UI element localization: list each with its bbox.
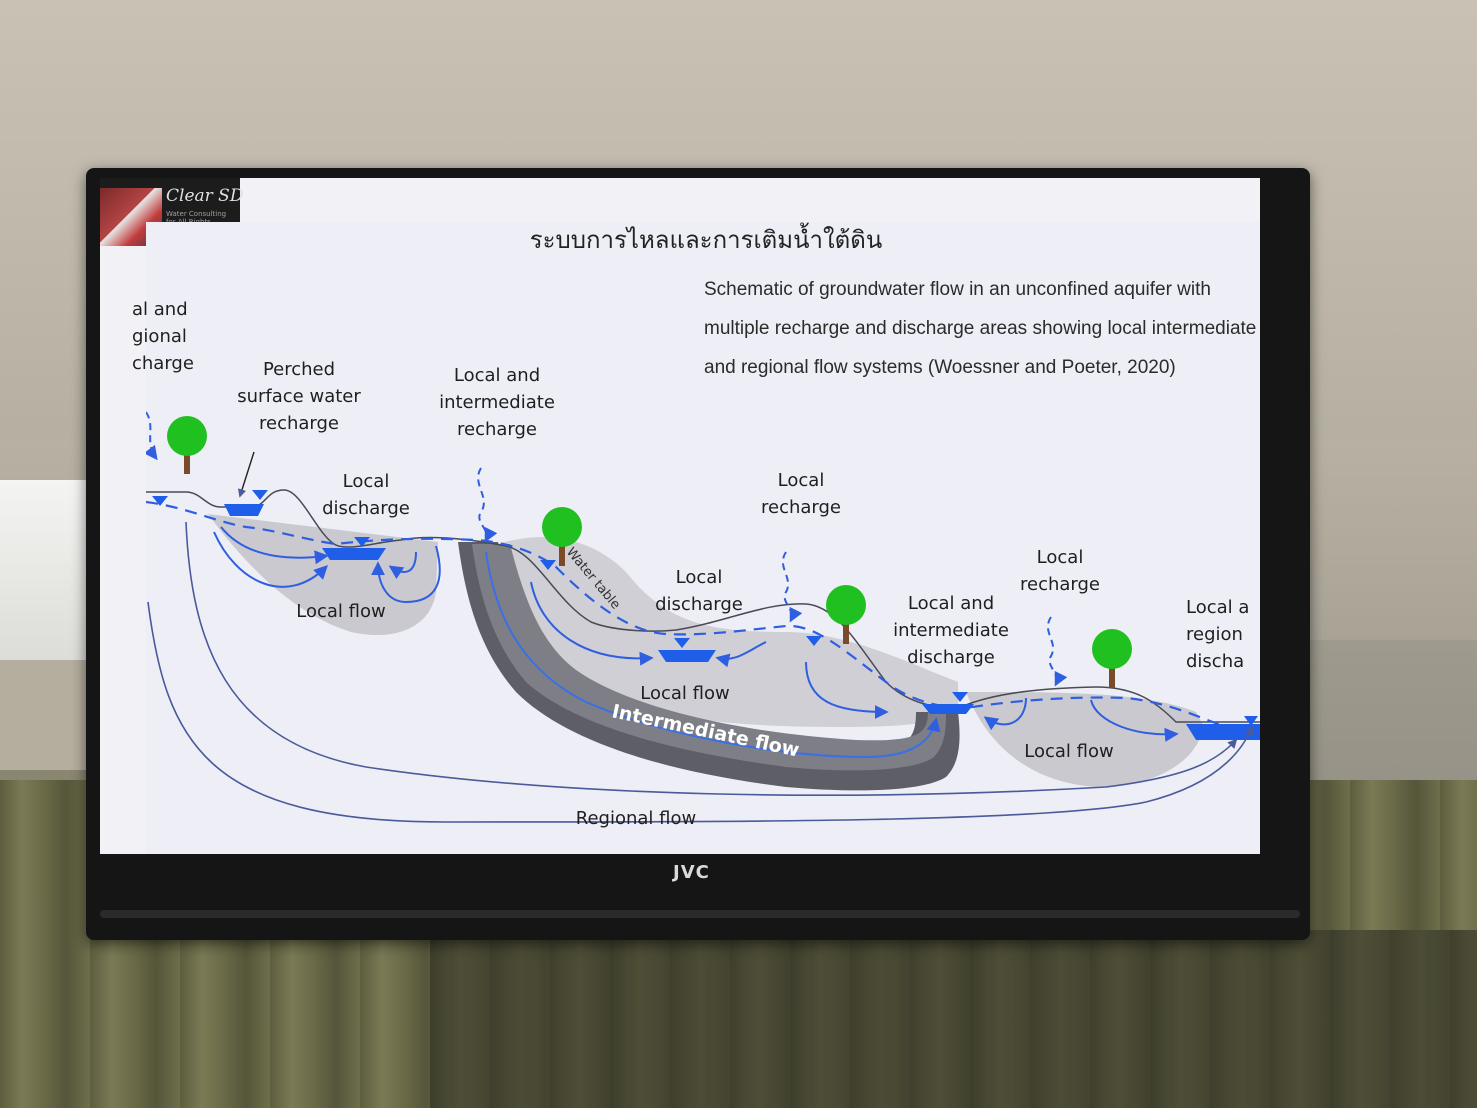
water-level-marker bbox=[952, 692, 968, 702]
tree-icon bbox=[542, 507, 582, 566]
water-level-marker bbox=[252, 490, 268, 500]
groundwater-diagram: Water table Intermediate flow bbox=[146, 411, 1260, 823]
tree-icon bbox=[826, 585, 866, 644]
water-level-marker bbox=[674, 638, 690, 648]
label-left-partial: al and gional charge bbox=[132, 299, 194, 374]
local-flow-arrow bbox=[1090, 699, 1179, 742]
local-flow-arrow bbox=[388, 551, 417, 580]
label-local-discharge-2: Local discharge bbox=[655, 567, 743, 615]
perched-recharge-pointer bbox=[238, 451, 255, 498]
curtain-shadow bbox=[430, 930, 1477, 1108]
tree-icon bbox=[1092, 629, 1132, 688]
label-local-flow-3: Local flow bbox=[1024, 741, 1114, 762]
local-flow-arrow bbox=[983, 697, 1027, 731]
water-level-marker bbox=[540, 560, 556, 570]
local-flow-arrow bbox=[715, 641, 767, 668]
label-right-partial: Local a region discha bbox=[1186, 597, 1250, 672]
local-flow-arrow bbox=[530, 581, 654, 666]
recharge-arrow bbox=[781, 551, 803, 623]
perched-pond bbox=[224, 504, 264, 516]
water-level-marker bbox=[152, 496, 168, 506]
local-flow-arrow bbox=[371, 545, 441, 604]
regional-flow-line-inner bbox=[185, 521, 1238, 796]
regional-flow-line-outer bbox=[147, 601, 1254, 823]
recharge-arrow bbox=[146, 411, 158, 461]
water-level-marker bbox=[806, 636, 822, 646]
tree-icon bbox=[167, 416, 207, 474]
recharge-arrow bbox=[477, 467, 498, 543]
label-local-recharge-2: Local recharge bbox=[1020, 547, 1100, 595]
label-local-flow-1: Local flow bbox=[296, 601, 386, 622]
label-local-intermediate-discharge: Local and intermediate discharge bbox=[893, 593, 1009, 668]
water-level-marker bbox=[1244, 716, 1258, 726]
intermediate-flow-band-inner bbox=[472, 544, 946, 771]
intermediate-flow-arrow bbox=[485, 551, 941, 759]
local-flow-arrow bbox=[213, 531, 328, 588]
label-regional-flow: Regional flow bbox=[575, 808, 697, 829]
local-flow-arrow bbox=[220, 526, 329, 565]
label-perched-recharge: Perched surface water recharge bbox=[237, 359, 361, 434]
pond-local-discharge-2 bbox=[658, 650, 716, 662]
slide-caption: Schematic of groundwater flow in an unco… bbox=[704, 279, 1257, 378]
slide: Water table Intermediate flow ระบบการไหล… bbox=[132, 222, 1260, 854]
local-flow-zone-3 bbox=[966, 692, 1204, 787]
label-local-intermediate-recharge: Local and intermediate recharge bbox=[439, 365, 555, 440]
label-local-flow-2: Local flow bbox=[640, 683, 730, 704]
pond-intermediate-discharge bbox=[922, 704, 974, 714]
water-level-marker bbox=[354, 537, 370, 547]
tv-bottom-edge bbox=[100, 910, 1300, 918]
slide-title: ระบบการไหลและการเติมน้ำใต้ดิน bbox=[529, 226, 883, 254]
logo-title: Clear SD bbox=[166, 186, 244, 206]
pond-regional-discharge bbox=[1186, 724, 1260, 740]
intermediate-flow-band bbox=[458, 542, 960, 791]
tv-brand: JVC bbox=[673, 862, 710, 883]
tv-screen: Clear SD Water Consulting for All Rights bbox=[100, 178, 1260, 854]
local-flow-arrow bbox=[805, 661, 889, 719]
label-local-discharge-1: Local discharge bbox=[322, 471, 410, 519]
recharge-arrow bbox=[1046, 616, 1068, 687]
label-local-recharge-1: Local recharge bbox=[761, 470, 841, 518]
pond-local-discharge-1 bbox=[322, 548, 386, 560]
window bbox=[0, 480, 98, 660]
